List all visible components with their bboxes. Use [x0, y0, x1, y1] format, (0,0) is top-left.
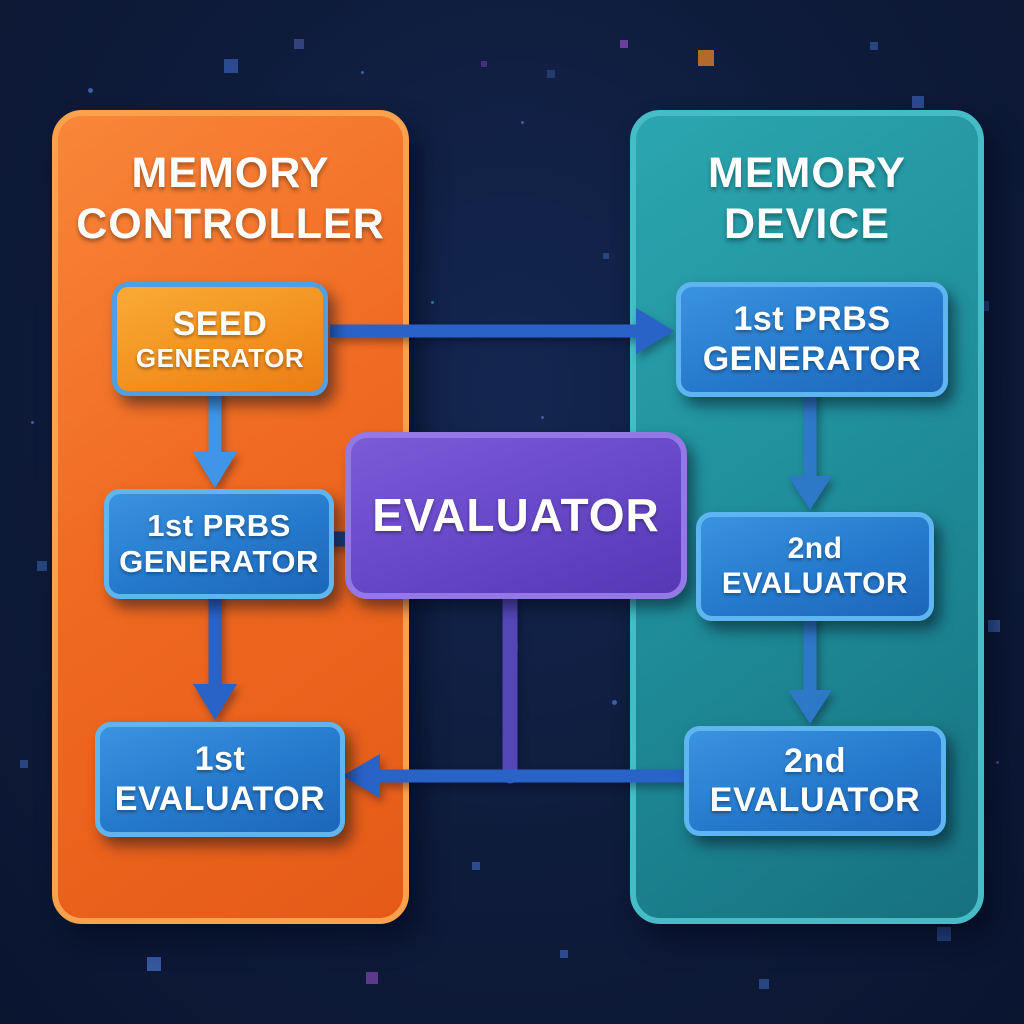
- controller-prbs-generator-node: 1st PRBS GENERATOR: [104, 489, 334, 599]
- device-bottom-evaluator-node: 2nd EVALUATOR: [684, 726, 946, 836]
- device-mid-evaluator-node: 2nd EVALUATOR: [696, 512, 934, 621]
- device-bottom-line1: 2nd: [784, 741, 846, 780]
- memory-device-title: MEMORY DEVICE: [636, 148, 978, 249]
- background-dots-decoration: [0, 0, 5, 5]
- seed-generator-line1: SEED: [172, 304, 268, 343]
- device-mid-line2: EVALUATOR: [721, 566, 909, 600]
- background-squares-decoration: [0, 0, 12, 12]
- device-prbs-line1: 1st PRBS: [733, 300, 891, 339]
- seed-generator-node: SEED GENERATOR: [112, 282, 328, 396]
- controller-first-evaluator-node: 1st EVALUATOR: [95, 722, 345, 837]
- device-bottom-line2: EVALUATOR: [709, 781, 921, 819]
- device-prbs-generator-node: 1st PRBS GENERATOR: [676, 282, 948, 397]
- memory-device-title-line1: MEMORY: [708, 149, 906, 197]
- controller-prbs-line2: GENERATOR: [119, 544, 319, 579]
- memory-controller-title-line1: MEMORY: [131, 149, 330, 197]
- device-prbs-line2: GENERATOR: [702, 339, 922, 378]
- seed-generator-line2: GENERATOR: [135, 342, 305, 373]
- central-evaluator-label: EVALUATOR: [372, 489, 660, 542]
- central-evaluator-node: EVALUATOR: [345, 432, 687, 599]
- controller-prbs-line1: 1st PRBS: [147, 508, 291, 544]
- controller-evaluator-line2: EVALUATOR: [114, 779, 326, 818]
- memory-controller-title: MEMORY CONTROLLER: [58, 148, 403, 249]
- memory-controller-title-line2: CONTROLLER: [76, 199, 385, 248]
- memory-device-title-line2: DEVICE: [723, 199, 891, 248]
- controller-evaluator-line1: 1st: [194, 740, 246, 779]
- device-mid-line1: 2nd: [787, 532, 843, 565]
